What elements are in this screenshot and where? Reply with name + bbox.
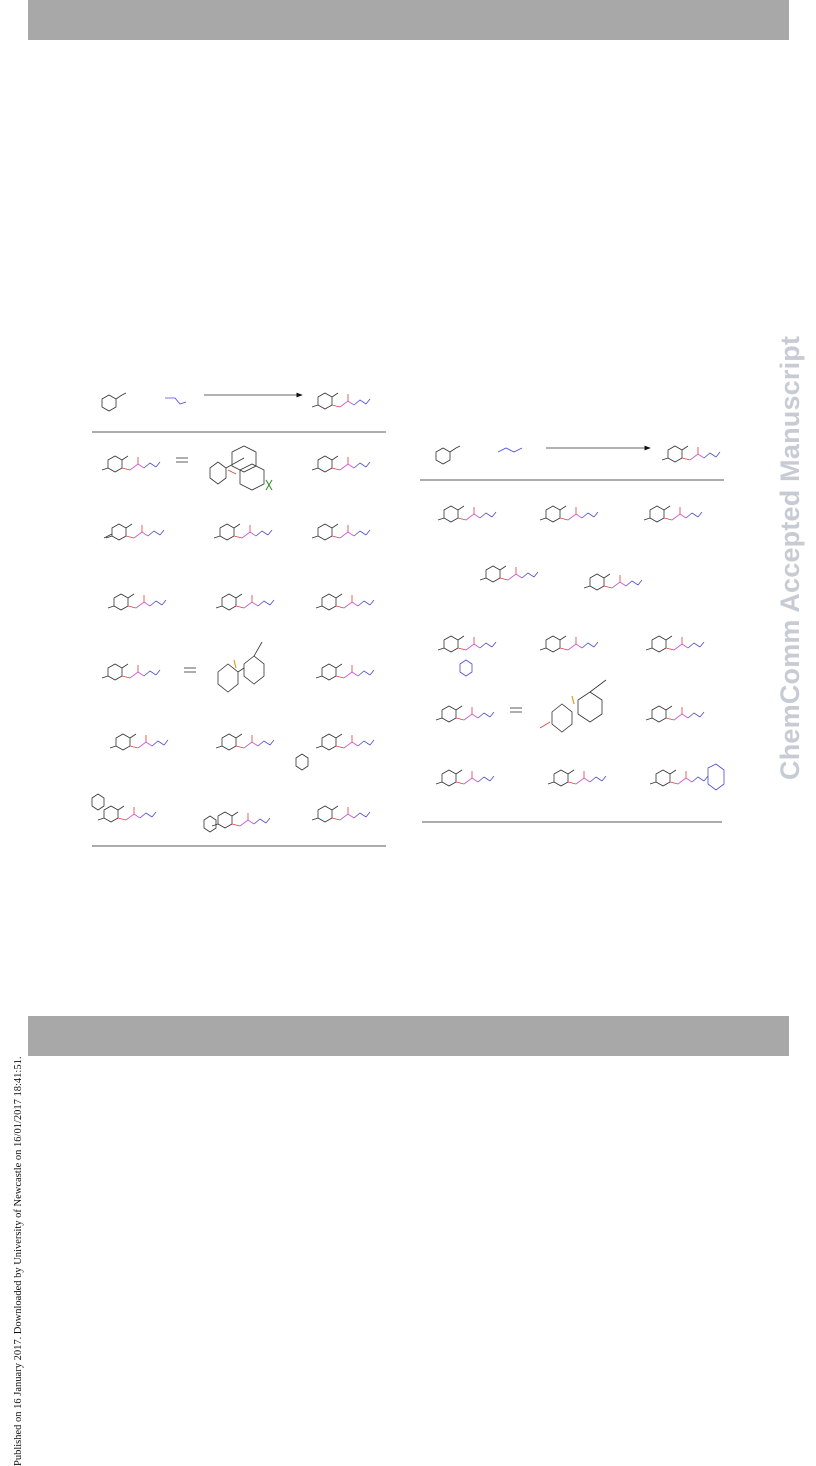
left-scheme-reaction <box>92 392 386 433</box>
reaction-schemes <box>91 392 725 847</box>
crystal-structure-1 <box>209 445 273 491</box>
footer-band <box>28 1016 789 1056</box>
header-band <box>28 0 789 40</box>
right-scheme-products <box>422 505 725 823</box>
crystal-structure-2 <box>217 641 265 693</box>
right-scheme-reaction <box>420 445 724 481</box>
crystal-structure-3 <box>539 679 607 733</box>
left-scheme-products <box>91 445 386 847</box>
